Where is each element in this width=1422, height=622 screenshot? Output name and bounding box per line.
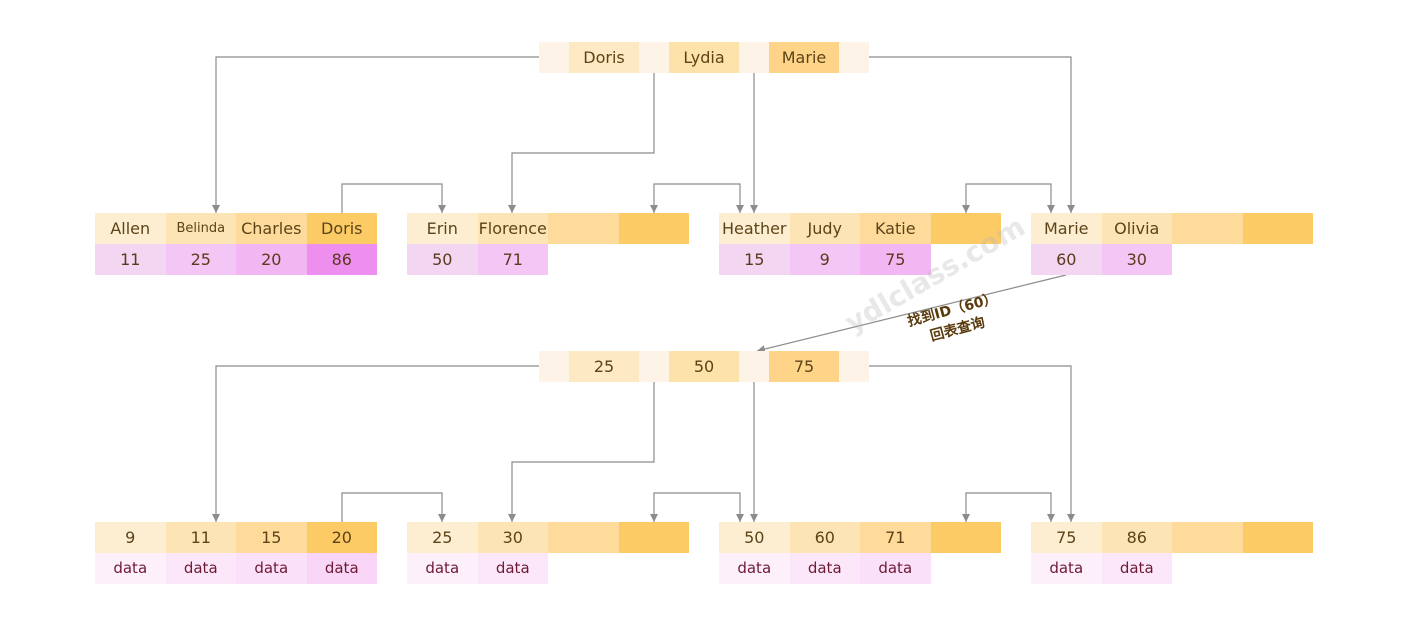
leaf-data-cell: data [719,553,790,584]
id-index-root-node: 25 50 75 [539,351,869,382]
leaf-key-cell: Heather [719,213,790,244]
root-key-cell: 75 [769,351,839,382]
root-pointer-cell [839,351,869,382]
name-root-pointer-3-arrow [869,56,1075,213]
leaf-key-cell: 9 [95,522,166,553]
root-key-cell: Lydia [669,42,739,73]
leaf-id-cell: 86 [306,244,377,275]
id-root-pointer-3-arrow [869,365,1075,522]
leaf-key-cell: 86 [1101,522,1172,553]
leaf-key-cell: 25 [407,522,478,553]
empty-key-slot [1242,213,1313,244]
leaf-id-cell: 50 [407,244,478,275]
empty-key-slot [618,213,689,244]
root-key-cell: 25 [569,351,639,382]
leaf-id-cell: 9 [789,244,860,275]
empty-key-slot [618,522,689,553]
id-leaf-link-1-arrow [341,492,446,522]
leaf-key-cell: Olivia [1101,213,1172,244]
leaf-data-cell: data [477,553,548,584]
lookup-arrow [756,274,1067,353]
leaf-data-cell: data [165,553,236,584]
leaf-data-cell: data [95,553,166,584]
leaf-id-cell: 11 [95,244,166,275]
leaf-id-cell: 20 [236,244,307,275]
leaf-key-cell: 71 [860,522,931,553]
root-pointer-cell [639,351,669,382]
leaf-data-cell: data [236,553,307,584]
leaf-id-cell: 60 [1031,244,1102,275]
leaf-id-cell: 71 [477,244,548,275]
root-pointer-cell [739,42,769,73]
leaf-key-cell: Belinda [165,213,236,244]
leaf-key-cell: Katie [860,213,931,244]
empty-key-slot [548,522,619,553]
leaf-key-cell: 11 [165,522,236,553]
leaf-key-cell: 30 [477,522,548,553]
root-pointer-cell [739,351,769,382]
leaf-id-cell: 15 [719,244,790,275]
leaf-data-cell: data [407,553,478,584]
leaf-key-cell: Allen [95,213,166,244]
empty-key-slot [930,522,1001,553]
leaf-key-cell: 75 [1031,522,1102,553]
name-root-pointer-1-arrow [508,73,655,213]
leaf-key-cell: Charles [236,213,307,244]
empty-key-slot [1242,522,1313,553]
root-pointer-cell [839,42,869,73]
id-root-pointer-1-arrow [508,382,655,522]
name-index-root-node: Doris Lydia Marie [539,42,869,73]
leaf-key-cell: 20 [306,522,377,553]
name-root-pointer-0-arrow [212,56,539,213]
id-leaf-link-2-arrow [650,492,744,522]
root-pointer-cell [539,42,569,73]
name-leaf-link-2-arrow [650,183,744,213]
leaf-data-cell: data [1101,553,1172,584]
leaf-data-cell: data [1031,553,1102,584]
root-key-cell: 50 [669,351,739,382]
name-leaf-link-3-arrow [962,183,1055,213]
name-leaf-link-1-arrow [341,183,446,213]
root-pointer-cell [639,42,669,73]
leaf-key-cell: Judy [789,213,860,244]
leaf-id-cell: 25 [165,244,236,275]
leaf-data-cell: data [789,553,860,584]
leaf-id-cell: 30 [1101,244,1172,275]
leaf-data-cell: data [306,553,377,584]
leaf-key-cell: Erin [407,213,478,244]
root-pointer-cell [539,351,569,382]
leaf-key-cell: 60 [789,522,860,553]
leaf-key-cell: 15 [236,522,307,553]
empty-key-slot [1172,522,1243,553]
leaf-id-cell: 75 [860,244,931,275]
empty-key-slot [548,213,619,244]
root-key-cell: Doris [569,42,639,73]
empty-key-slot [1172,213,1243,244]
leaf-key-cell: Doris [306,213,377,244]
id-root-pointer-0-arrow [212,365,539,522]
id-leaf-link-3-arrow [962,492,1055,522]
root-key-cell: Marie [769,42,839,73]
empty-key-slot [930,213,1001,244]
leaf-data-cell: data [860,553,931,584]
leaf-key-cell: 50 [719,522,790,553]
leaf-key-cell: Florence [477,213,548,244]
leaf-key-cell: Marie [1031,213,1102,244]
